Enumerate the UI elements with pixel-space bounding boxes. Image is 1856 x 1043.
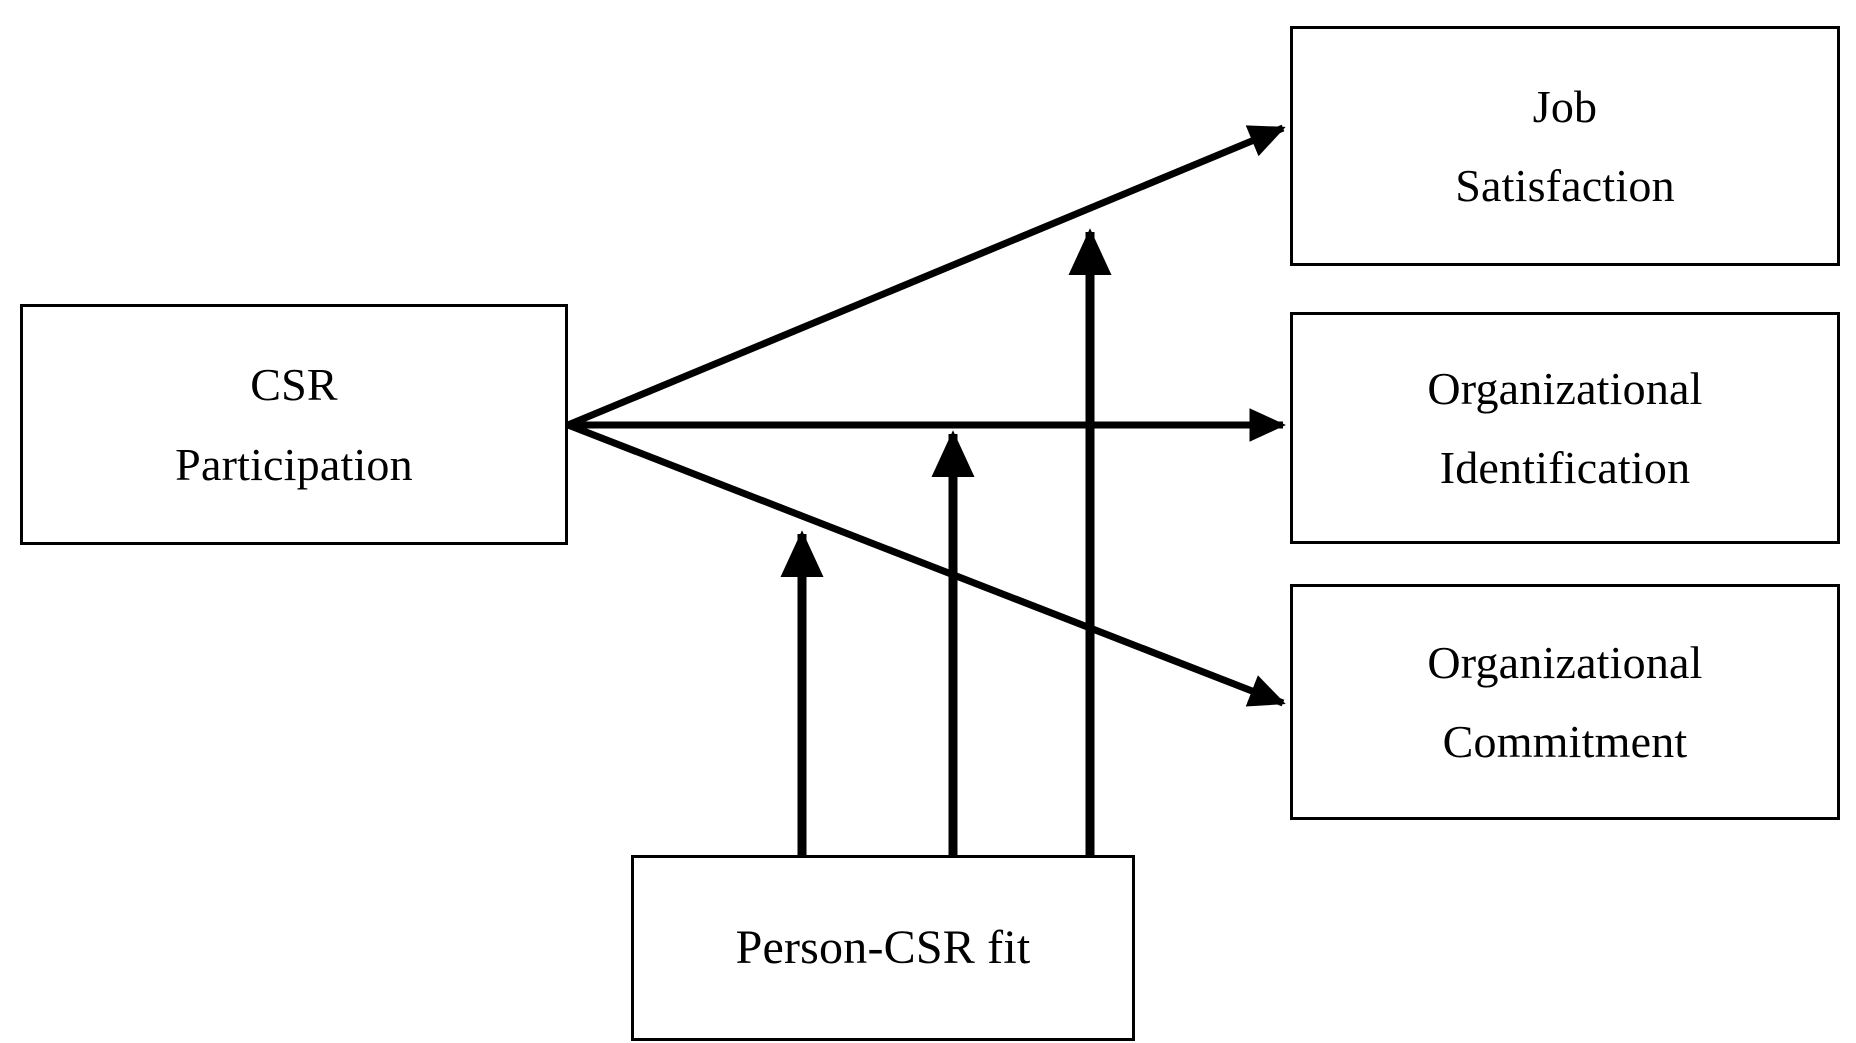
node-organizational-identification-line-2: Identification: [1439, 442, 1691, 493]
node-job-satisfaction-line-1: Job: [1532, 80, 1598, 132]
node-csr-participation-line-1: CSR: [250, 359, 338, 411]
node-job-satisfaction-line-2: Satisfaction: [1455, 160, 1675, 211]
node-organizational-commitment-line-1: Organizational: [1427, 636, 1703, 688]
node-job-satisfaction[interactable]: Job Satisfaction: [1290, 26, 1840, 266]
node-organizational-identification[interactable]: Organizational Identification: [1290, 312, 1840, 544]
node-organizational-identification-line-1: Organizational: [1427, 362, 1703, 414]
node-person-csr-fit-line-1: Person-CSR fit: [735, 920, 1031, 974]
edge-csr-to-organizational-commitment: [566, 421, 1286, 707]
node-organizational-commitment-line-2: Commitment: [1442, 716, 1688, 767]
node-organizational-commitment[interactable]: Organizational Commitment: [1290, 584, 1840, 820]
edge-csr-to-job-satisfaction: [566, 124, 1286, 429]
node-csr-participation[interactable]: CSR Participation: [20, 304, 568, 545]
node-csr-participation-line-2: Participation: [175, 438, 413, 490]
node-person-csr-fit[interactable]: Person-CSR fit: [631, 855, 1135, 1041]
